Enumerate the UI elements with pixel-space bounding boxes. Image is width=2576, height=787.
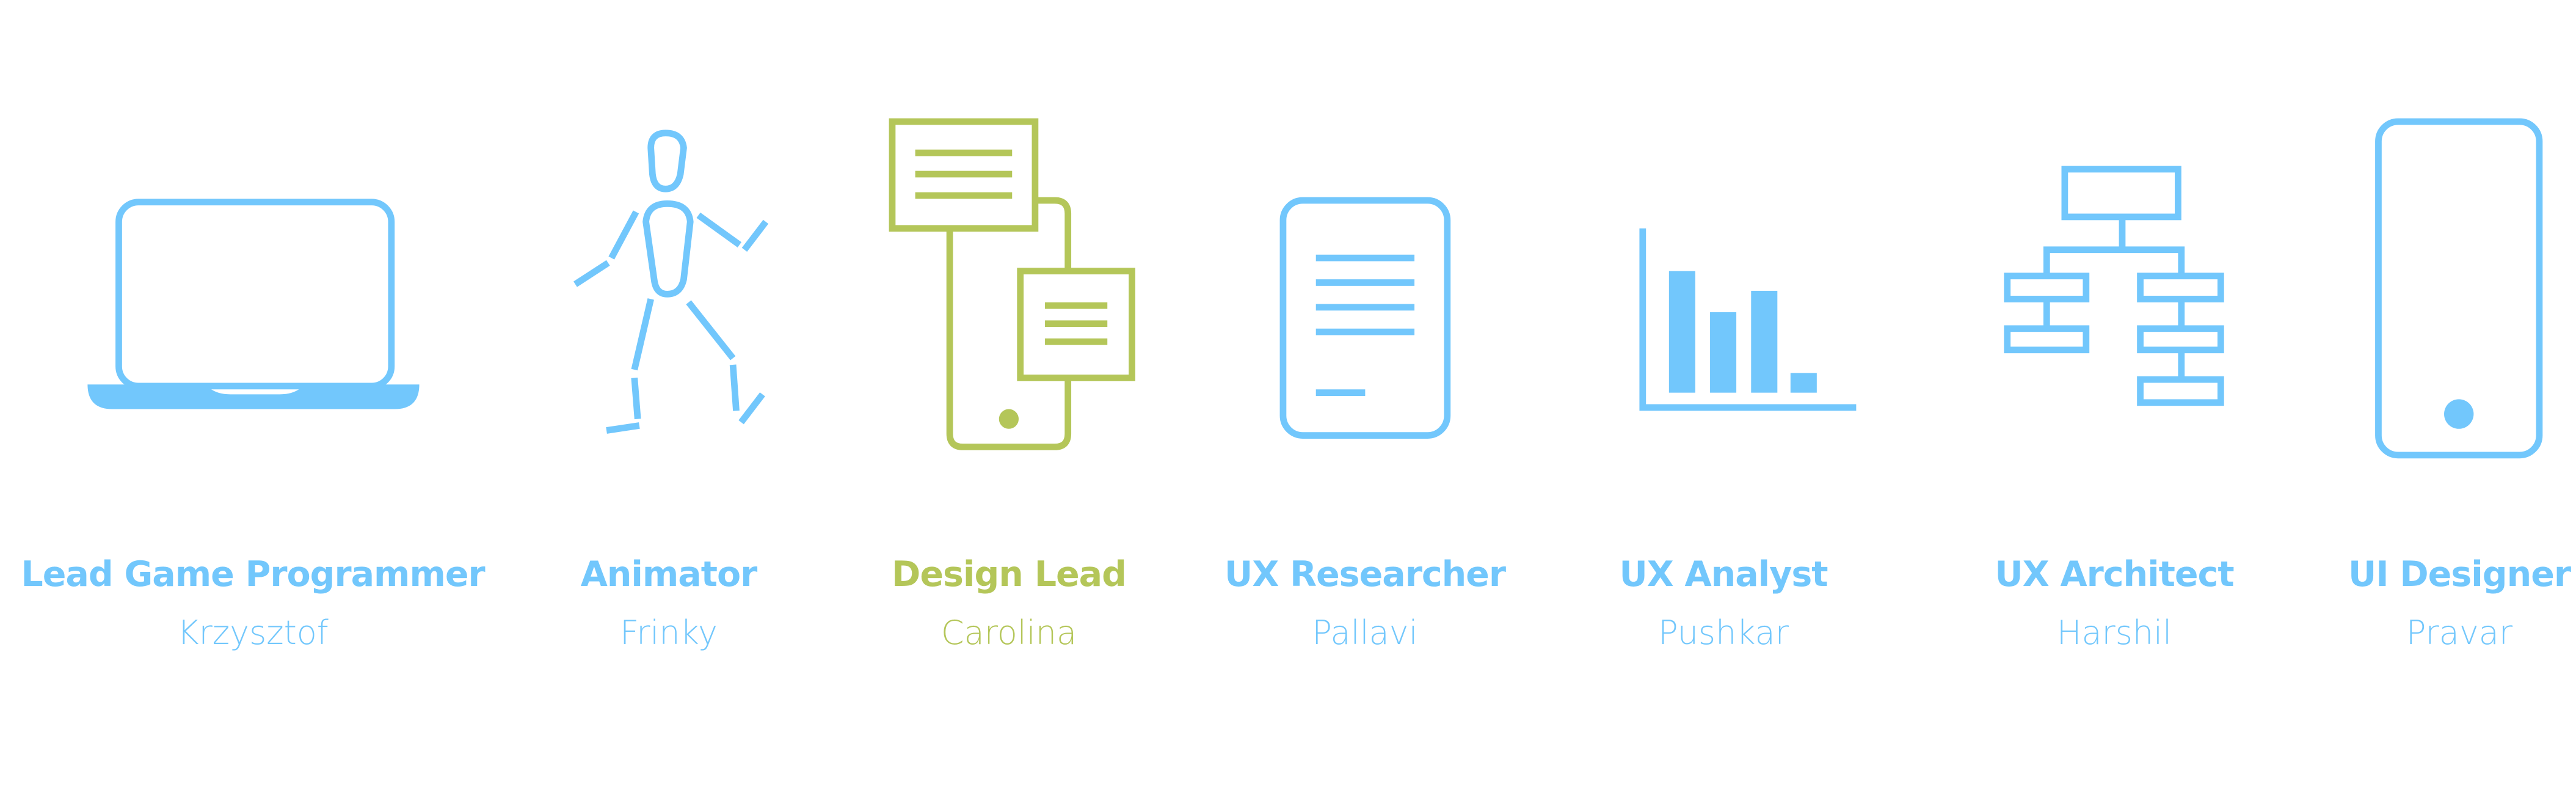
- team-member-design-lead: Design Lead Carolina: [734, 550, 1284, 657]
- stick-figure-icon: [573, 130, 769, 434]
- role-title: Animator: [580, 554, 758, 595]
- laptop-icon: [87, 199, 420, 409]
- role-title: UX Analyst: [1619, 554, 1828, 595]
- member-name: Frinky: [620, 613, 718, 652]
- sitemap-icon: [2004, 166, 2224, 406]
- team-member-ux-architect: UX Architect Harshil: [1839, 550, 2389, 657]
- team-member-ux-analyst: UX Analyst Pushkar: [1449, 550, 1998, 657]
- role-title: UI Designer: [2348, 554, 2571, 595]
- member-name: Carolina: [941, 613, 1077, 652]
- member-name: Harshil: [2056, 613, 2172, 652]
- role-title: UX Architect: [1995, 554, 2234, 595]
- team-member-lead-game-programmer: Lead Game Programmer Krzysztof: [0, 550, 528, 657]
- wireframe-phone-icon: [889, 118, 1135, 450]
- team-member-ux-researcher: UX Researcher Pallavi: [1090, 550, 1640, 657]
- member-name: Pravar: [2406, 613, 2513, 652]
- role-title: Lead Game Programmer: [21, 554, 485, 595]
- member-name: Krzysztof: [177, 613, 329, 652]
- team-member-ui-designer: UI Designer Pravar: [2185, 550, 2576, 657]
- bar-chart-icon: [1639, 228, 1857, 411]
- tablet-document-icon: [1279, 197, 1451, 439]
- team-member-animator: Animator Frinky: [394, 550, 944, 657]
- role-title: Design Lead: [892, 554, 1127, 595]
- member-name: Pallavi: [1312, 613, 1418, 652]
- role-title: UX Researcher: [1224, 554, 1506, 595]
- member-name: Pushkar: [1658, 613, 1789, 652]
- phone-icon: [2375, 118, 2543, 459]
